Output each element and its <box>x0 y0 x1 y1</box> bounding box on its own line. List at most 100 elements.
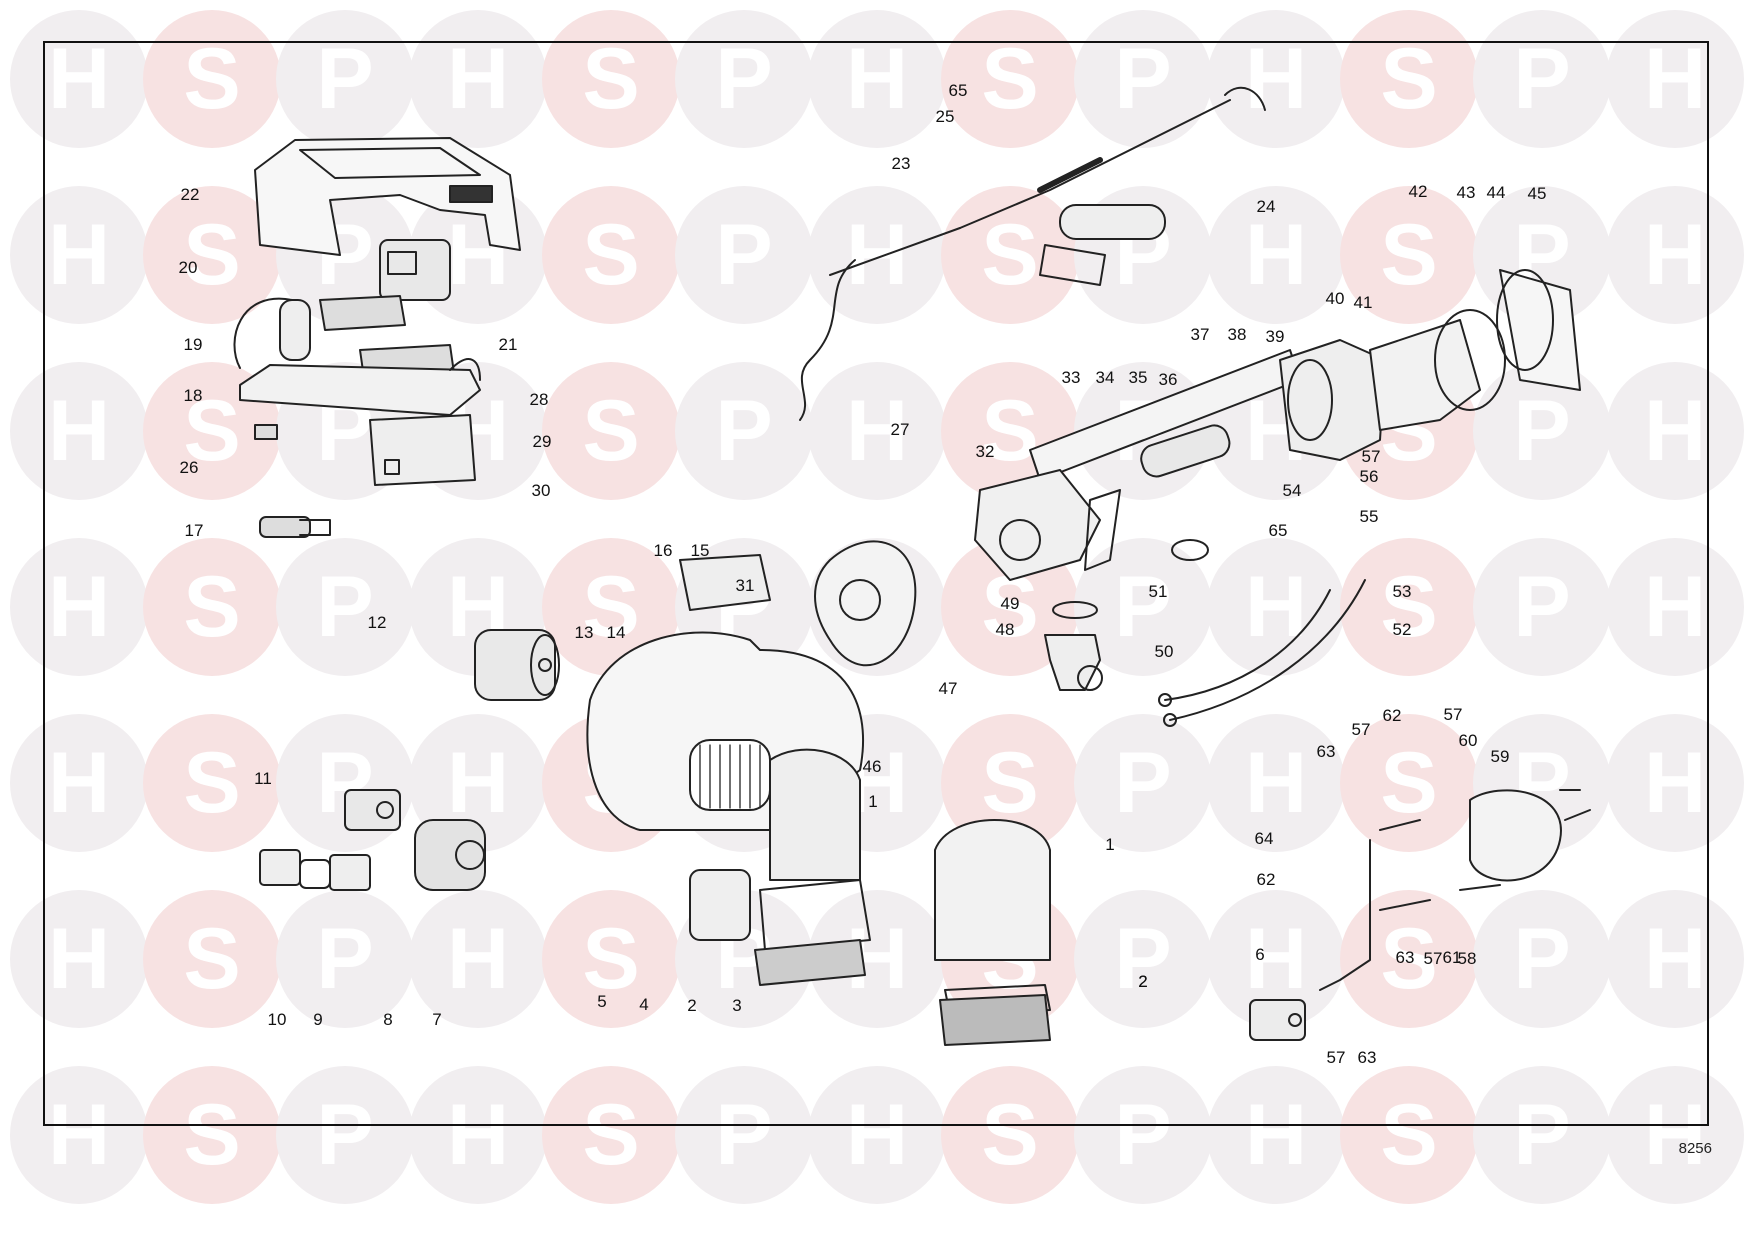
watermark-circle: H <box>808 362 946 500</box>
part-number-label: 64 <box>1254 829 1274 848</box>
part-number-label: 62 <box>1382 706 1402 725</box>
plug-part <box>259 516 331 538</box>
watermark-circle: H <box>808 10 946 148</box>
part-number-label: 35 <box>1128 368 1148 387</box>
part-number-label: 6 <box>1255 945 1265 964</box>
part-number-label: 1 <box>1105 835 1115 854</box>
watermark-circle: H <box>1606 538 1744 676</box>
part-number-label: 31 <box>735 576 755 595</box>
part-number-label: 4 <box>639 995 649 1014</box>
part-number-label: 63 <box>1316 742 1336 761</box>
watermark-circle: S <box>542 890 680 1028</box>
watermark-circle: P <box>1473 362 1611 500</box>
part-number-label: 57 <box>1443 705 1463 724</box>
part-number-label: 65 <box>948 81 968 100</box>
watermark-circle: P <box>1074 1066 1212 1204</box>
watermark-circle: S <box>1340 186 1478 324</box>
part-number-label: 1 <box>868 792 878 811</box>
flange-part <box>814 540 917 667</box>
part-number-label: 27 <box>890 420 910 439</box>
air-box-part <box>689 819 1051 1046</box>
watermark-circle: P <box>1074 10 1212 148</box>
part-number-label: 20 <box>178 258 198 277</box>
part-number-label: 60 <box>1458 731 1478 750</box>
watermark-circle: H <box>1606 890 1744 1028</box>
part-number-label: 26 <box>179 458 199 477</box>
watermark-circle: H <box>1207 538 1345 676</box>
watermark-circle: H <box>409 890 547 1028</box>
watermark-circle: P <box>1473 890 1611 1028</box>
part-number-label: 9 <box>313 1010 323 1029</box>
watermark-circle: H <box>10 538 148 676</box>
watermark-circle: H <box>10 10 148 148</box>
part-number-label: 25 <box>935 107 955 126</box>
burner-head-part <box>974 469 1121 581</box>
watermark-circle: P <box>675 186 813 324</box>
part-number-label: 44 <box>1486 183 1506 202</box>
part-number-label: 2 <box>1138 972 1148 991</box>
watermark-circle: H <box>1207 186 1345 324</box>
part-number-label: 46 <box>862 757 882 776</box>
elbow-part <box>1044 601 1103 691</box>
part-number-label: 49 <box>1000 594 1020 613</box>
watermark-circle: S <box>542 1066 680 1204</box>
part-number-label: 3 <box>732 996 742 1015</box>
part-number-label: 42 <box>1408 182 1428 201</box>
watermark-circle: S <box>542 10 680 148</box>
watermark-circle: H <box>1207 714 1345 852</box>
oil-line-part <box>1249 789 1591 1041</box>
part-number-label: 15 <box>690 541 710 560</box>
watermark-circle: S <box>143 714 281 852</box>
watermark-circle: S <box>1340 10 1478 148</box>
watermark-circle: P <box>1473 538 1611 676</box>
part-number-label: 11 <box>254 769 272 788</box>
watermark-circle: P <box>276 10 414 148</box>
watermark-circle: S <box>941 186 1079 324</box>
part-number-label: 59 <box>1490 747 1510 766</box>
watermark-circle: P <box>675 10 813 148</box>
part-number-label: 16 <box>653 541 673 560</box>
watermark-circle: S <box>143 890 281 1028</box>
part-number-label: 57 <box>1351 720 1371 739</box>
cartridge-part <box>1039 204 1166 286</box>
watermark-circle: P <box>276 1066 414 1204</box>
part-number-label: 58 <box>1457 949 1477 968</box>
part-number-label: 45 <box>1527 184 1547 203</box>
watermark-circle: S <box>542 186 680 324</box>
part-number-label: 36 <box>1158 370 1178 389</box>
watermark-circle: H <box>409 10 547 148</box>
watermark-circle: H <box>10 714 148 852</box>
diagram-frame <box>43 41 1709 1126</box>
watermark-circle: H <box>1606 362 1744 500</box>
part-number-label: 24 <box>1256 197 1276 216</box>
watermark-circle: H <box>1606 10 1744 148</box>
oil-hoses-part <box>1158 579 1366 727</box>
watermark-circle: H <box>10 186 148 324</box>
watermark-circle: P <box>276 890 414 1028</box>
part-number-label: 10 <box>267 1010 287 1029</box>
part-number-label: 63 <box>1357 1048 1377 1067</box>
part-number-label: 34 <box>1095 368 1115 387</box>
watermark-circle: S <box>143 538 281 676</box>
part-number-label: 18 <box>183 386 203 405</box>
part-number-label: 54 <box>1282 481 1302 500</box>
part-number-label: 57 <box>1423 949 1443 968</box>
part-number-label: 7 <box>432 1010 442 1029</box>
watermark-circle: H <box>808 186 946 324</box>
part-number-label: 33 <box>1061 368 1081 387</box>
part-number-label: 39 <box>1265 327 1285 346</box>
part-number-label: 47 <box>938 679 958 698</box>
part-number-label: 29 <box>532 432 552 451</box>
watermark-circle: S <box>1340 1066 1478 1204</box>
watermark-circle: S <box>941 1066 1079 1204</box>
watermark-circle: H <box>409 1066 547 1204</box>
hose-clip-part <box>1171 539 1209 561</box>
part-number-label: 62 <box>1256 870 1276 889</box>
electrode-part <box>799 86 1266 421</box>
blast-tube-part <box>1029 269 1581 481</box>
part-number-label: 41 <box>1353 293 1373 312</box>
watermark-circle: S <box>1340 890 1478 1028</box>
base-plate-part <box>239 358 481 486</box>
